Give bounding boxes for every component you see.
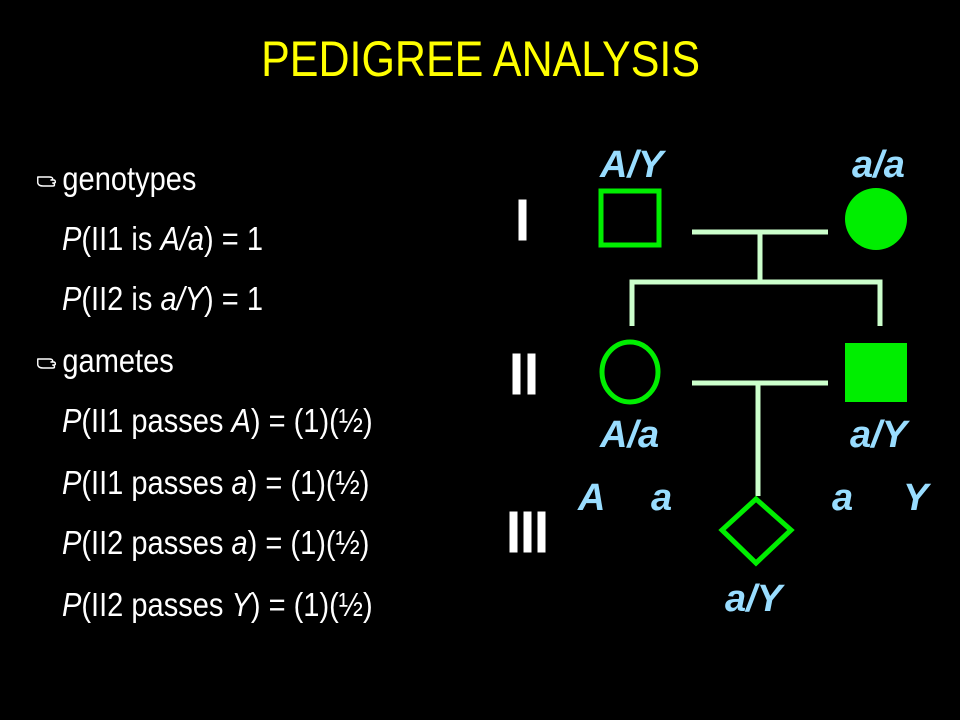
probability-symbol: P [62,220,82,257]
gamete-label-ii1-a-dominant: A [577,477,605,519]
line-variable: a [231,524,248,561]
bullet-label: genotypes [62,160,197,197]
line-variable: a [231,464,248,501]
individual-iii1-unknown-sex [718,495,795,567]
genotype-label-i1: A/Y [599,144,667,186]
individual-i1-unaffected-male [598,188,662,248]
bullet-genotypes: genotypes [36,160,196,198]
generation-label-iii [509,511,546,553]
bullet-gametes: gametes [36,342,174,380]
line-variable: Y [231,586,251,623]
gamete-line-2: P(II1 passes a) = (1)(½) [62,464,369,502]
generation-label-ii [512,353,536,395]
sibship-line-gen-ii [629,279,883,326]
individual-ii2-affected-male [845,343,907,402]
individual-ii1-unaffected-female [599,339,661,405]
pedigree-connectors [629,229,883,496]
probability-symbol: P [62,402,82,439]
gamete-line-4: P(II2 passes Y) = (1)(½) [62,586,373,624]
individual-i2-affected-female [845,188,907,250]
line-variable: A [231,402,251,439]
genotype-line-1: P(II1 is A/a) = 1 [62,220,263,258]
line-prefix: (II2 passes [81,524,232,561]
probability-symbol: P [62,280,82,317]
line-prefix: (II2 is [81,280,161,317]
gamete-line-3: P(II2 passes a) = (1)(½) [62,524,369,562]
pointing-finger-icon [36,160,62,190]
line-suffix: ) = (1)(½) [250,586,373,623]
line-prefix: (II1 passes [81,464,232,501]
probability-symbol: P [62,464,82,501]
genotype-label-ii1: A/a [599,414,659,456]
line-prefix: (II1 passes [81,402,232,439]
line-suffix: ) = (1)(½) [247,524,370,561]
line-prefix: (II2 passes [81,586,232,623]
probability-symbol: P [62,524,82,561]
genotype-line-2: P(II2 is a/Y) = 1 [62,280,263,318]
gamete-line-1: P(II1 passes A) = (1)(½) [62,402,373,440]
line-suffix: ) = (1)(½) [247,464,370,501]
genotype-label-i2: a/a [852,144,905,186]
genotype-label-ii2: a/Y [850,414,911,456]
line-suffix: ) = 1 [204,220,263,257]
line-variable: a/Y [160,280,205,317]
line-prefix: (II1 is [81,220,161,257]
generation-label-i [518,199,527,241]
slide-title: PEDIGREE ANALYSIS [261,31,701,87]
gamete-label-ii1-a-recessive: a [651,477,672,519]
line-suffix: ) = 1 [204,280,263,317]
line-suffix: ) = (1)(½) [250,402,373,439]
gamete-label-ii2-a-recessive: a [832,477,853,519]
genotype-label-iii1: a/Y [725,578,786,620]
probability-symbol: P [62,586,82,623]
gamete-label-ii2-y: Y [903,477,932,519]
pointing-finger-icon [36,342,62,372]
line-variable: A/a [160,220,205,257]
bullet-label: gametes [62,342,174,379]
